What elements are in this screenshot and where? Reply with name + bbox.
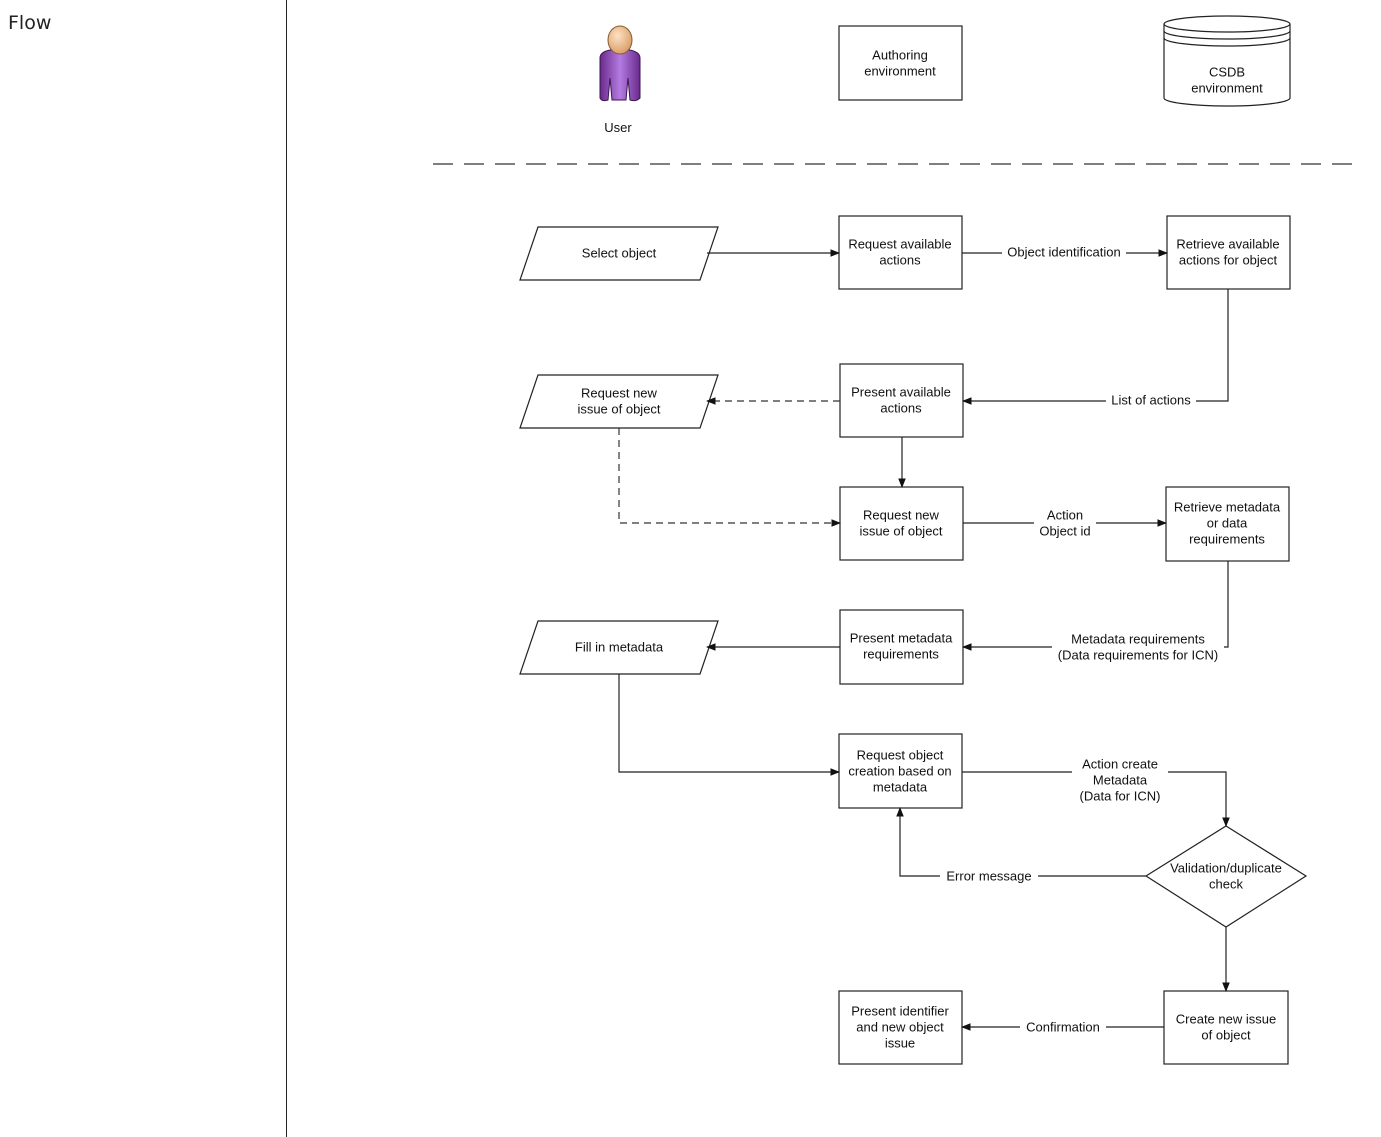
label-line: Create new issue [1176,1012,1276,1027]
retrieve-metadata-node [1165,486,1290,562]
label-line: Present identifier [851,1004,949,1019]
edge-label-bg [1034,507,1096,539]
label-line: requirements [863,647,939,662]
label-line: actions for object [1179,253,1278,268]
label-line: actions [880,401,922,416]
confirmation-label: Confirmation [1026,1020,1100,1035]
label-line: Confirmation [1026,1020,1100,1035]
label-line: environment [1191,81,1263,96]
label-line: CSDB [1209,65,1245,80]
label-line: Retrieve metadata [1174,500,1281,515]
edge-request-creation-to-validation [962,771,1230,827]
edge-retrieve-to-present [962,289,1229,405]
label-line: or data [1207,516,1248,531]
edge-label-bg [940,867,1038,883]
label-line: Select object [582,246,657,261]
label-line: (Data requirements for ICN) [1058,648,1218,663]
label-line: Present available [851,385,951,400]
object-identification-label: Object identification [1007,245,1120,260]
list-of-actions-label: List of actions [1111,393,1191,408]
label-line: Retrieve available [1176,237,1279,252]
lane-authoring-box [838,25,963,101]
request-creation-node [838,733,963,809]
column-divider [286,0,287,1137]
user-icon [599,25,641,102]
lane-user-label: User [604,120,632,135]
label-line: Request new [863,508,939,523]
error-message-label: Error message [946,869,1031,884]
label-line: requirements [1189,532,1265,547]
fill-metadata-label: Fill in metadata [575,640,664,655]
label-line: Present metadata [850,631,953,646]
label-line: List of actions [1111,393,1191,408]
select-object-node [519,226,719,281]
edge-label-bg [1106,392,1196,408]
label-line: metadata [873,780,928,795]
label-line: Action create [1082,757,1158,772]
fill-metadata-node [519,620,719,675]
metadata-requirements-label: Metadata requirements(Data requirements … [1058,632,1218,663]
select-object-label: Select object [582,246,657,261]
retrieve-actions-node [1166,215,1291,290]
label-line: Authoring [872,48,928,63]
edge-retrieve-metadata-to-present [962,561,1229,651]
label-line: (Data for ICN) [1080,789,1161,804]
label-line: Metadata [1093,773,1148,788]
edge-input-to-new-issue-dashed [618,428,841,527]
label-line: check [1209,877,1243,892]
database-icon [1163,15,1291,107]
edge-label-bg [1072,755,1168,805]
label-line: Fill in metadata [575,640,664,655]
label-line: of object [1201,1028,1251,1043]
present-metadata-node [839,609,964,685]
label-line: Request available [848,237,951,252]
label-line: Object id [1039,524,1090,539]
label-line: environment [864,64,936,79]
label-line: Request object [857,748,944,763]
label-line: Object identification [1007,245,1120,260]
label-line: creation based on [848,764,951,779]
label-line: issue of object [859,524,942,539]
label-line: Request new [581,386,657,401]
edge-validation-to-request-error [896,807,1146,877]
label-line: Validation/duplicate [1170,861,1282,876]
edge-label-bg [1020,1018,1106,1034]
request-new-issue-input-node [519,374,719,429]
edge-label-bg [1052,630,1224,664]
page-title: Flow [8,12,52,34]
label-line: Metadata requirements [1071,632,1205,647]
edge-label-bg [1002,244,1126,260]
label-line: Action [1047,508,1083,523]
label-line: actions [879,253,921,268]
label-line: issue of object [577,402,660,417]
label-line: and new object [856,1020,944,1035]
create-new-issue-node [1163,990,1289,1065]
edge-fill-to-request-creation [618,674,840,776]
label-line: issue [885,1036,915,1051]
label-line: Error message [946,869,1031,884]
present-identifier-node [838,990,963,1065]
